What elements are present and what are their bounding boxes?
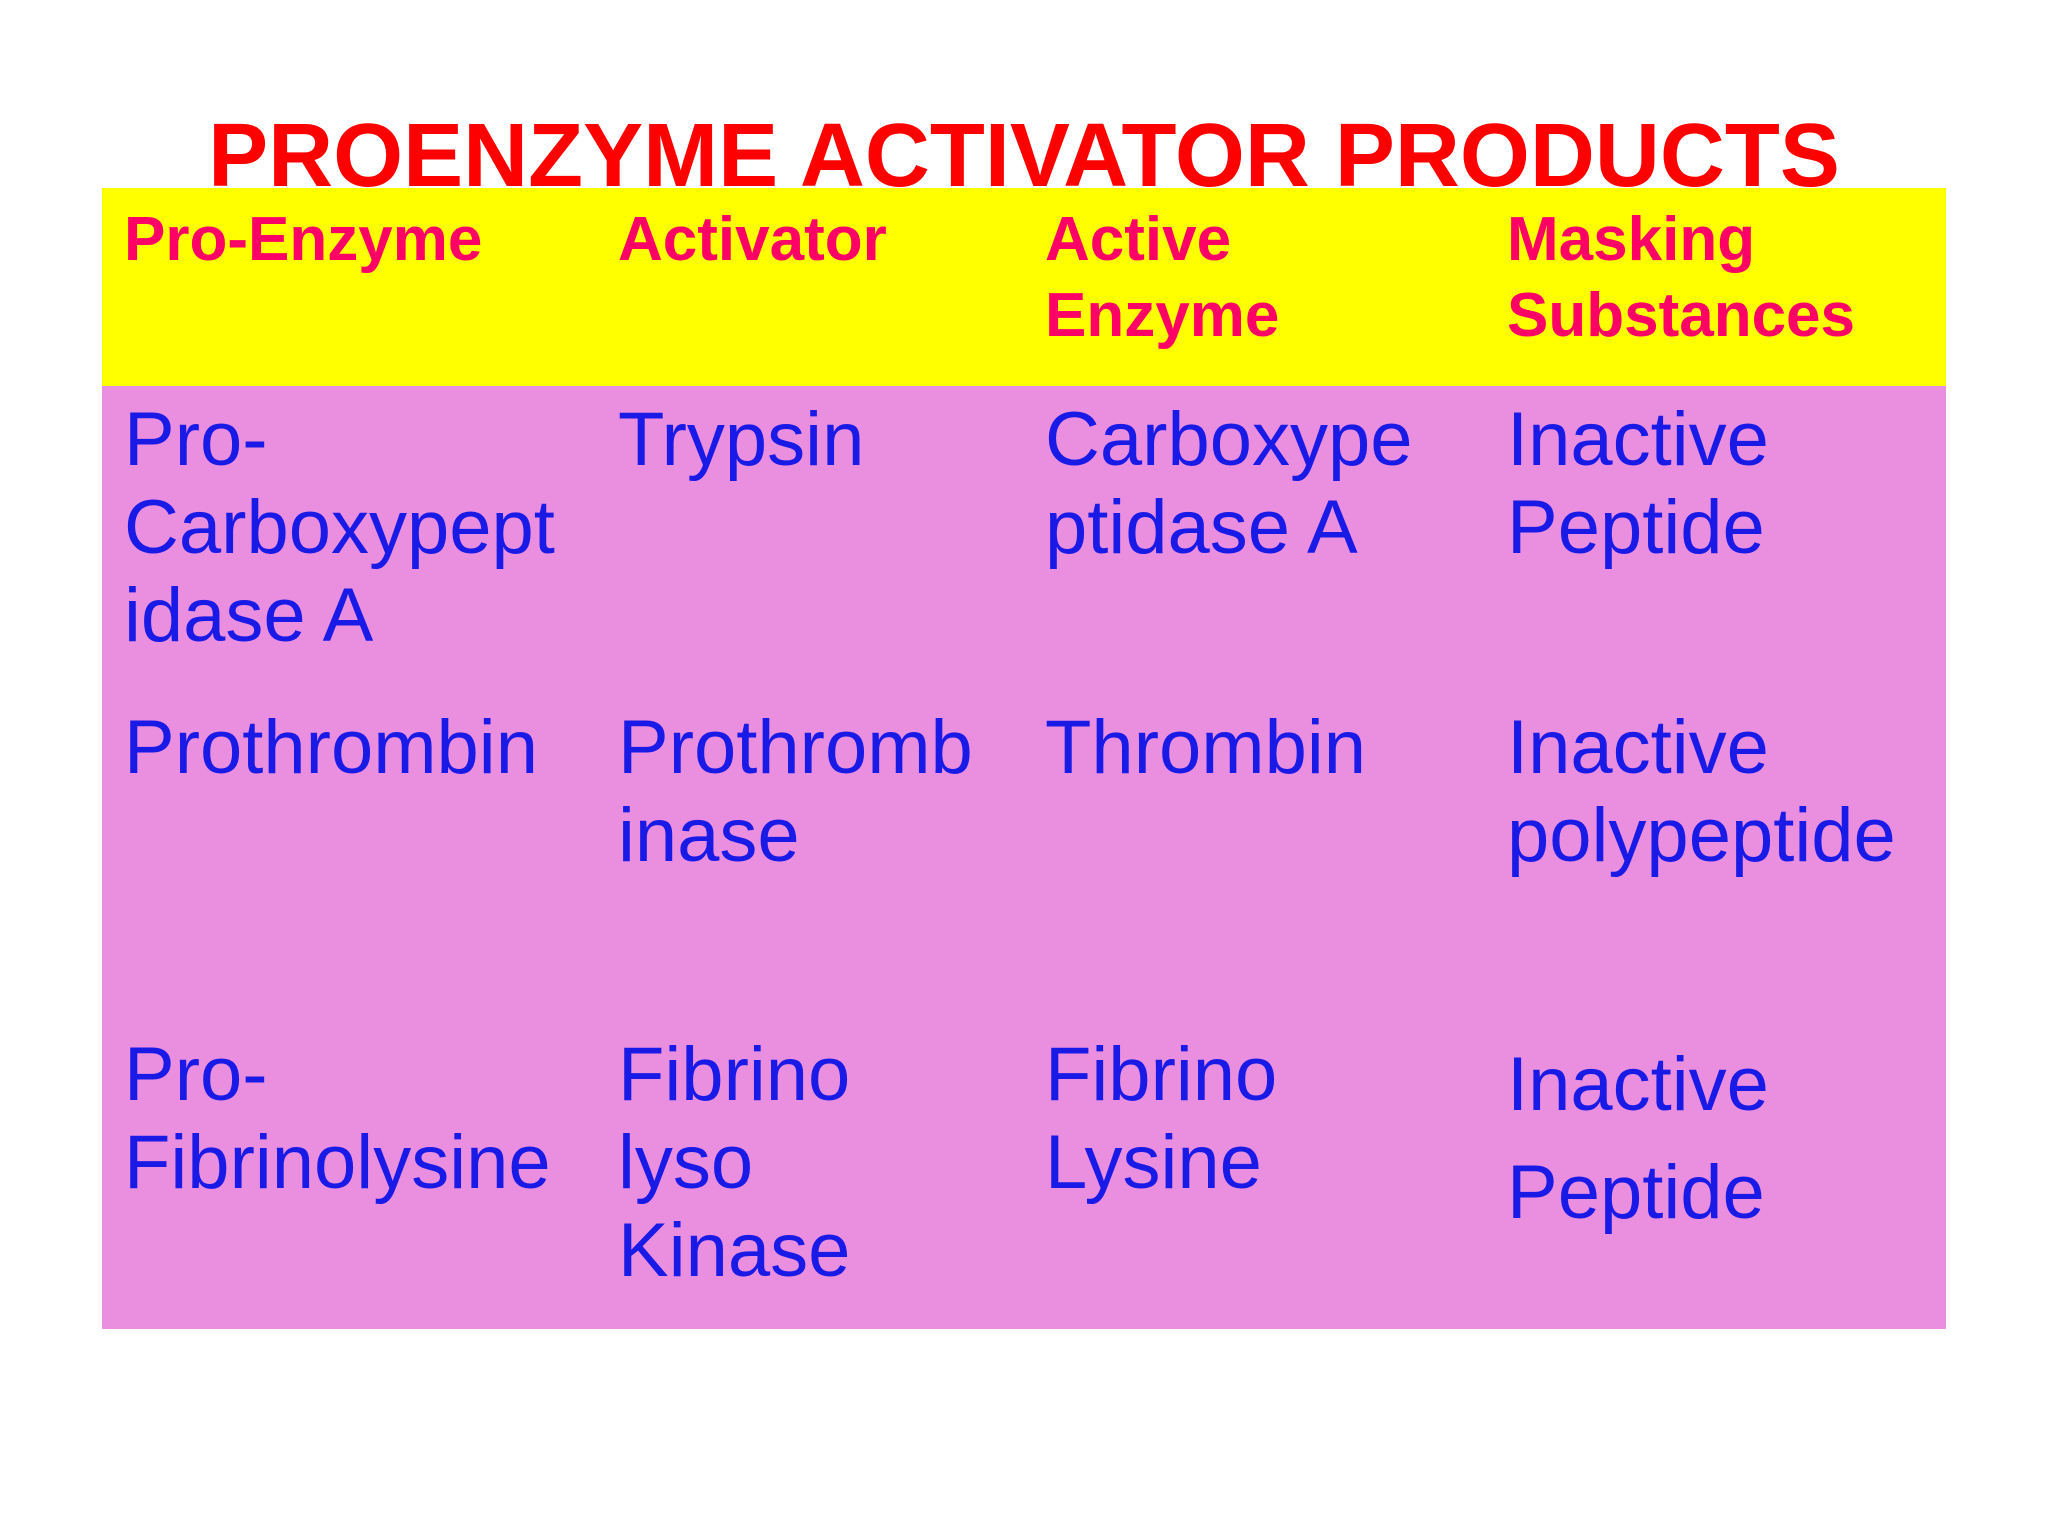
table-cell-activator: Fibrino lyso Kinase	[618, 1032, 851, 1293]
table-header-row: Pro-Enzyme Activator Active Enzyme Maski…	[102, 188, 1946, 386]
enzyme-table: Pro-Enzyme Activator Active Enzyme Maski…	[102, 188, 1946, 1329]
table-cell-active-enzyme: Fibrino Lysine	[1045, 1032, 1278, 1205]
header-masking-substances: Masking Substances	[1507, 205, 1856, 350]
header-activator: Activator	[618, 205, 887, 274]
header-pro-enzyme: Pro-Enzyme	[124, 205, 483, 274]
table-cell-masking-substance: Inactive Peptide	[1507, 1042, 1769, 1235]
table-cell-active-enzyme: Carboxype ptidase A	[1045, 397, 1413, 570]
table-cell-pro-enzyme: Pro- Carboxypept idase A	[124, 397, 555, 658]
table-cell-masking-substance: Inactive polypeptide	[1507, 705, 1896, 878]
table-cell-activator: Trypsin	[618, 397, 865, 482]
table-cell-activator: Prothromb inase	[618, 705, 973, 878]
table-cell-pro-enzyme: Pro- Fibrinolysine	[124, 1032, 551, 1205]
header-active-enzyme: Active Enzyme	[1045, 205, 1280, 350]
table-cell-pro-enzyme: Prothrombin	[124, 705, 538, 790]
table-cell-masking-substance: Inactive Peptide	[1507, 397, 1769, 570]
table-cell-active-enzyme: Thrombin	[1045, 705, 1366, 790]
